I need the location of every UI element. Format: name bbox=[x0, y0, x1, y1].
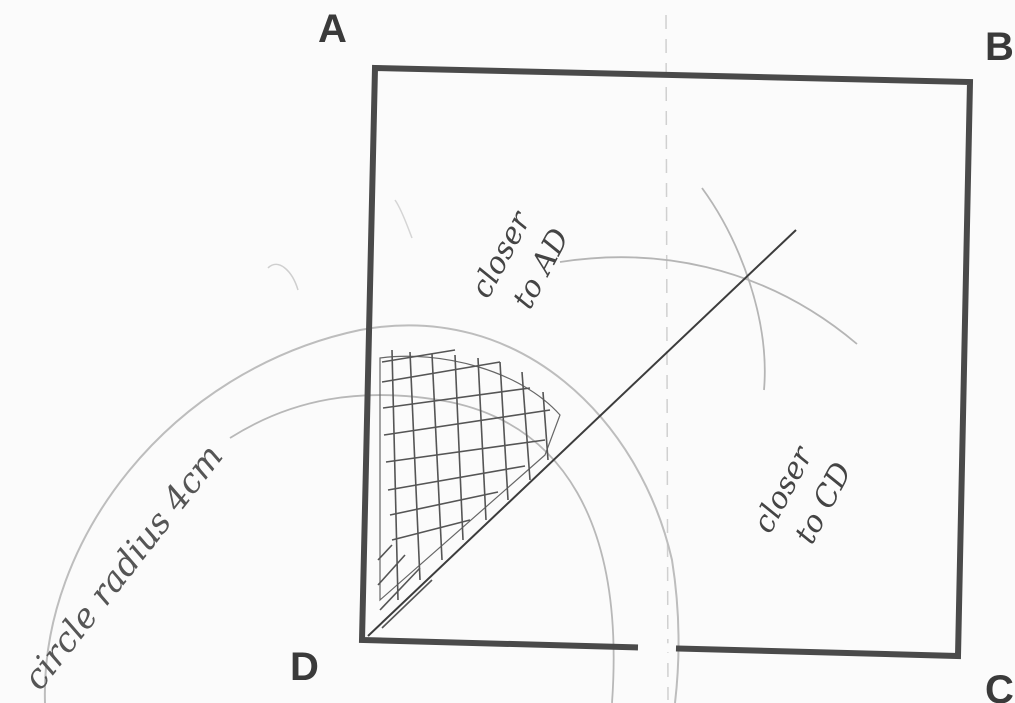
circle-radius-arc bbox=[43, 324, 680, 703]
faint-mark-1 bbox=[267, 263, 299, 291]
square-abcd bbox=[358, 64, 974, 660]
bottom-edge-gap bbox=[637, 642, 677, 653]
fold-line bbox=[665, 14, 669, 701]
faint-mark-2 bbox=[394, 199, 413, 239]
vertex-label-c: C bbox=[985, 668, 1014, 703]
bisector-arc-vertical bbox=[701, 187, 766, 391]
vertex-label-d: D bbox=[290, 645, 319, 689]
vertex-label-b: B bbox=[985, 25, 1014, 69]
closer-to-cd-annotation: closer to CD bbox=[746, 440, 859, 550]
bisector-arc-horizontal bbox=[559, 256, 858, 345]
cross-hatched-region bbox=[377, 349, 561, 629]
vertex-label-a: A bbox=[318, 7, 347, 51]
angle-bisector-line bbox=[367, 229, 797, 637]
inner-construction-arc bbox=[229, 394, 615, 703]
closer-to-ad-annotation: closer to AD bbox=[464, 205, 577, 315]
